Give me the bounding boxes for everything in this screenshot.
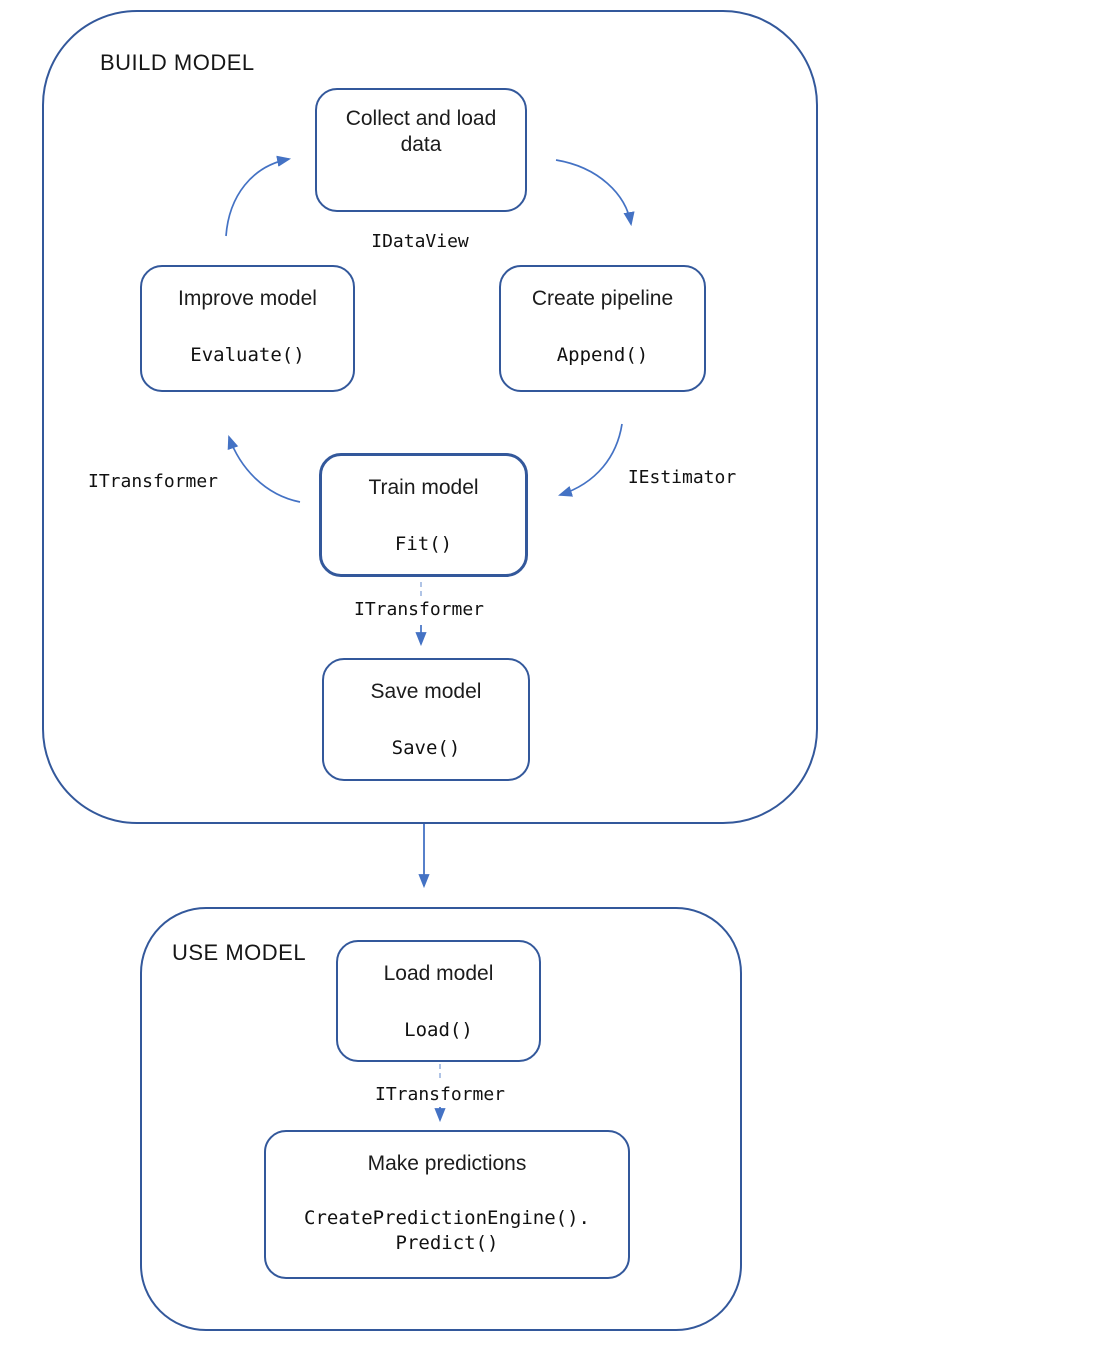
node-save-code: Save() (391, 737, 461, 759)
node-improve-title: Improve model (178, 287, 317, 310)
node-create-pipeline: Create pipeline Append() (499, 265, 706, 392)
node-collect-and-load-data: Collect and load data (315, 88, 527, 212)
node-train-title: Train model (368, 476, 479, 499)
node-save-title: Save model (370, 680, 482, 703)
node-predict-code-line2: Predict() (395, 1232, 499, 1254)
build-model-container (42, 10, 818, 824)
node-save-model: Save model Save() (322, 658, 530, 781)
node-make-predictions: Make predictions CreatePredictionEngine(… (264, 1130, 630, 1279)
node-predict-code: CreatePredictionEngine(). Predict() (266, 1206, 628, 1256)
node-create-code: Append() (556, 344, 649, 366)
node-predict-code-line1: CreatePredictionEngine(). (304, 1207, 590, 1229)
use-model-container (140, 907, 742, 1331)
node-predict-title: Make predictions (367, 1152, 527, 1175)
edge-label-itransformer-left: ITransformer (87, 471, 219, 492)
edge-label-iestimator: IEstimator (627, 467, 737, 488)
node-train-code: Fit() (394, 533, 453, 555)
build-model-label: BUILD MODEL (100, 50, 255, 75)
node-load-title: Load model (383, 962, 494, 985)
node-collect-title: Collect and load data (345, 107, 497, 156)
node-create-title: Create pipeline (531, 287, 674, 310)
node-train-model: Train model Fit() (319, 453, 528, 577)
node-improve-model: Improve model Evaluate() (140, 265, 355, 392)
use-model-label: USE MODEL (172, 940, 307, 965)
edge-label-itransformer-use: ITransformer (374, 1084, 506, 1105)
node-improve-code: Evaluate() (190, 344, 305, 366)
node-load-model: Load model Load() (336, 940, 541, 1062)
edge-label-itransformer-mid: ITransformer (353, 599, 485, 620)
node-load-code: Load() (404, 1019, 473, 1041)
edge-label-idataview: IDataView (371, 231, 469, 252)
